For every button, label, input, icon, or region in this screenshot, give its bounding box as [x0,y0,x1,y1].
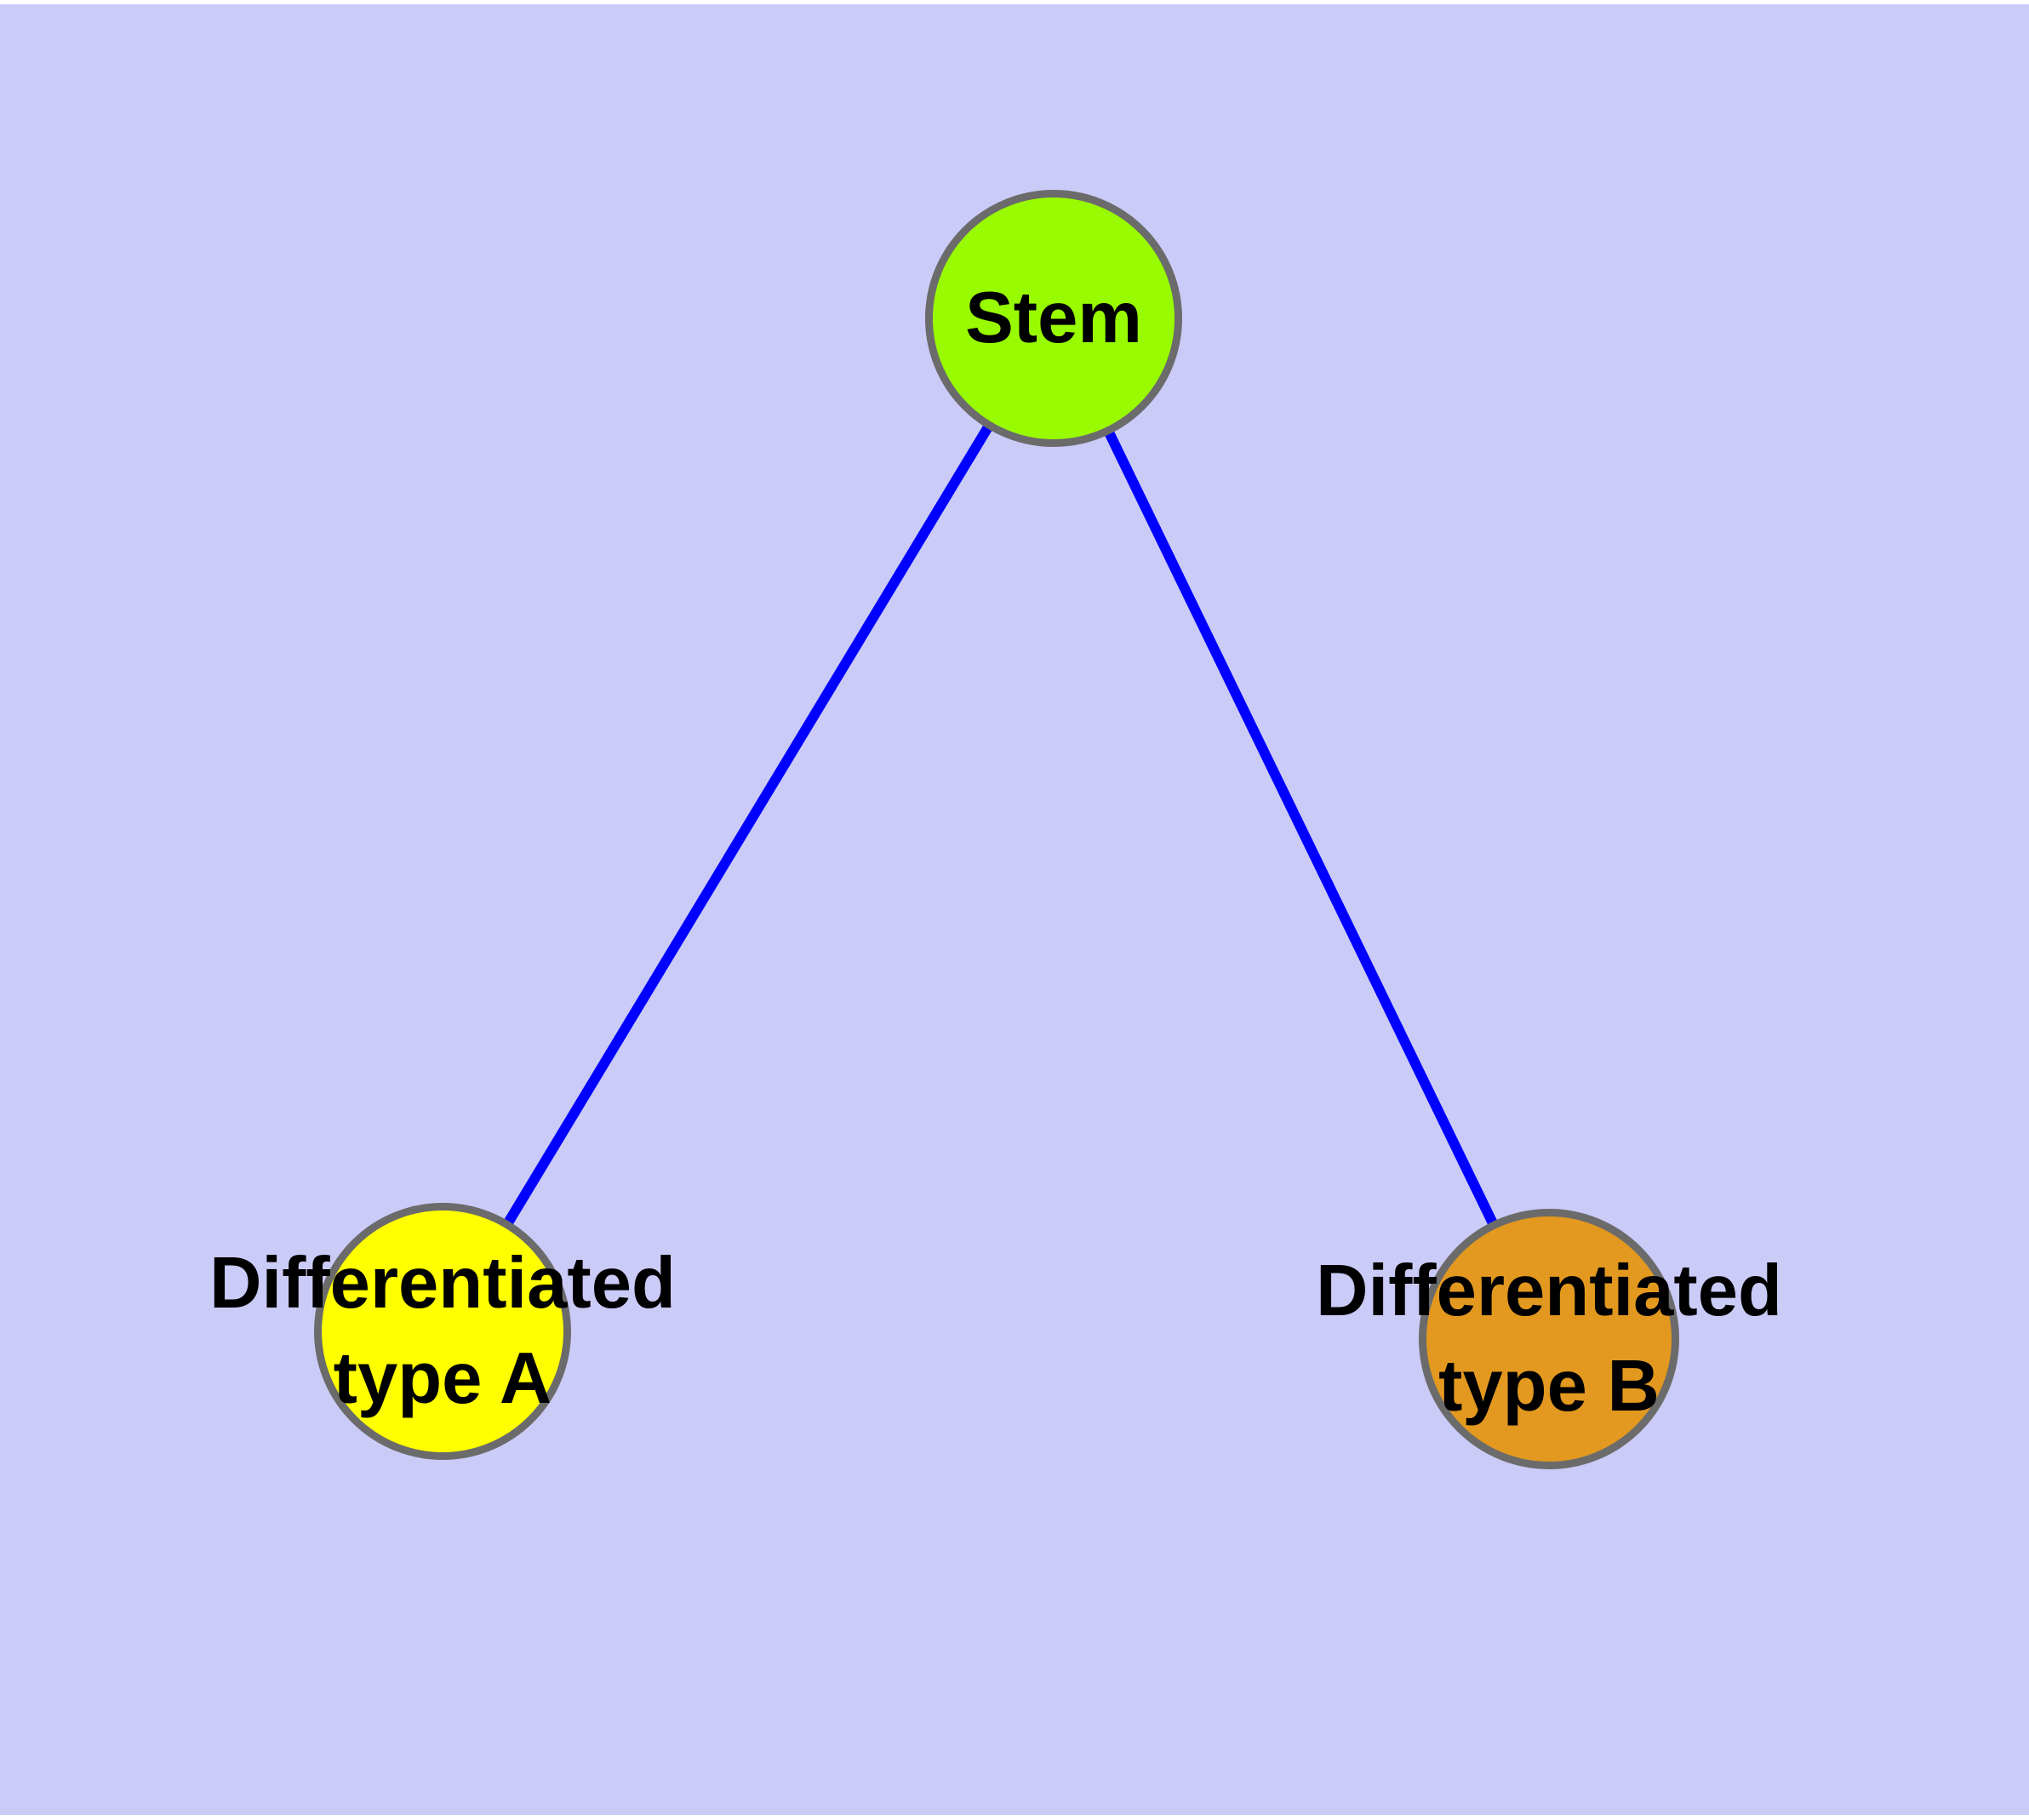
node-differentiated-type-b-label: Differentiated type B [1316,1250,1782,1427]
node-differentiated-type-a-circle [314,1203,571,1460]
edge-stem-to-differentiated-type-a [437,315,1059,1335]
node-differentiated-type-b-circle [1419,1209,1679,1469]
node-stem-label: Stem [965,277,1142,358]
node-differentiated-type-a-label: Differentiated type A [209,1242,676,1419]
edge-stem-to-differentiated-type-b [1049,316,1554,1342]
node-stem-circle [925,190,1182,447]
